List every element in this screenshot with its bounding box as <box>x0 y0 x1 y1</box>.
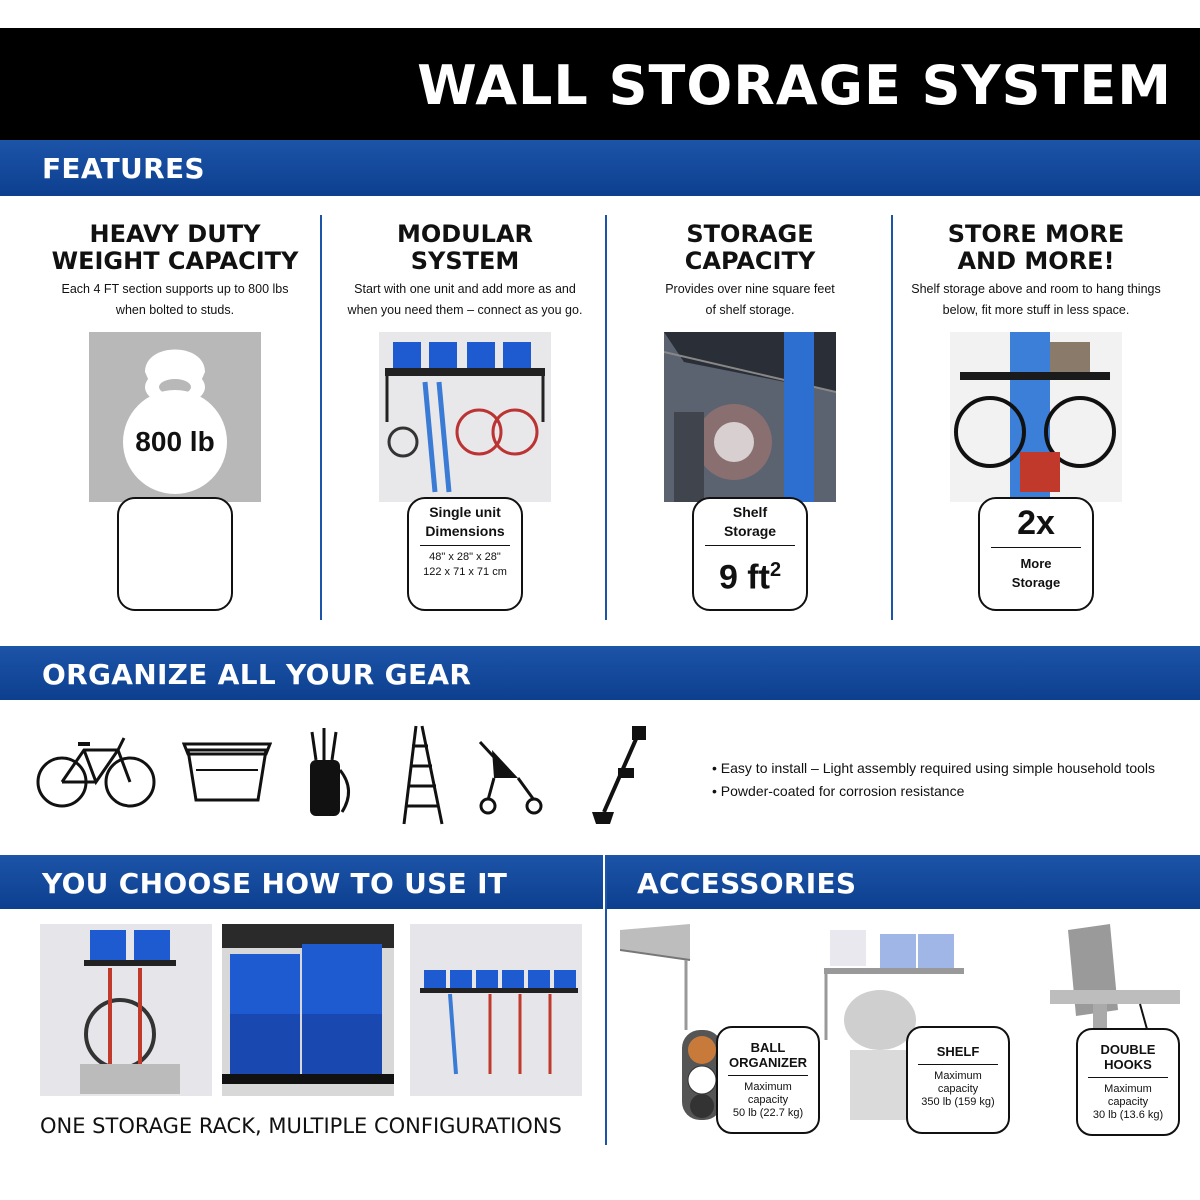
config-photo-2 <box>222 924 394 1096</box>
organize-band: ORGANIZE ALL YOUR GEAR <box>0 646 1200 700</box>
divider <box>320 215 322 620</box>
badge-value: 9 ft2 <box>718 558 782 597</box>
features-heading: FEATURES <box>42 152 205 185</box>
kettlebell-icon <box>123 349 227 494</box>
divider <box>891 215 893 620</box>
shelf-storage-photo <box>664 332 836 502</box>
use-band: YOU CHOOSE HOW TO USE IT <box>0 855 603 909</box>
feature-desc: Shelf storage above and room to hang thi… <box>911 282 1161 317</box>
use-heading: YOU CHOOSE HOW TO USE IT <box>42 867 508 900</box>
golf-bag-icon <box>310 728 350 816</box>
bullet-item: Easy to install – Light assembly require… <box>712 757 1155 780</box>
organize-heading: ORGANIZE ALL YOUR GEAR <box>42 658 472 691</box>
page-title: WALL STORAGE SYSTEM <box>417 54 1172 117</box>
accessories-heading: ACCESSORIES <box>637 867 857 900</box>
features-band: FEATURES <box>0 140 1200 196</box>
badge-dimensions: 48" x 28" x 28"122 x 71 x 71 cm <box>423 551 507 578</box>
config-photo-3 <box>410 924 582 1096</box>
gear-icons-row <box>30 720 660 830</box>
feature-bullets: Easy to install – Light assembly require… <box>712 757 1155 803</box>
empty-badge <box>117 497 233 611</box>
bikes-rack-photo <box>950 332 1122 502</box>
storage-bin-icon <box>182 742 272 802</box>
feature-desc: Each 4 FT section supports up to 800 lbs… <box>61 282 289 317</box>
rack-hanging-bikes-icon <box>80 930 180 1094</box>
rack-with-bins-icon <box>385 342 545 493</box>
badge-value: 2x <box>1017 504 1055 542</box>
ladder-icon <box>402 725 444 825</box>
divider <box>605 215 607 620</box>
accessories-band: ACCESSORIES <box>607 855 1200 909</box>
accessory-title: SHELF <box>936 1044 980 1059</box>
use-caption: ONE STORAGE RACK, MULTIPLE CONFIGURATION… <box>40 1114 562 1138</box>
string-trimmer-icon <box>592 726 646 824</box>
bikes-under-shelf-icon <box>954 332 1116 502</box>
config-photo-1 <box>40 924 212 1096</box>
stroller-icon <box>478 740 543 815</box>
divider <box>605 855 607 1145</box>
triple-rack-icon <box>420 970 578 1075</box>
kettlebell-label: 800 lb <box>135 426 215 457</box>
modular-rack-photo <box>379 332 551 502</box>
blue-bins-shelf-icon <box>222 924 394 1096</box>
kettlebell-photo: 800 lb <box>89 332 261 502</box>
shelf-underside-icon <box>664 332 836 502</box>
ball-organizer-icon <box>620 924 722 1120</box>
top-header: WALL STORAGE SYSTEM <box>0 28 1200 140</box>
bicycle-icon <box>36 737 156 808</box>
bullet-item: Powder-coated for corrosion resistance <box>712 780 1155 803</box>
